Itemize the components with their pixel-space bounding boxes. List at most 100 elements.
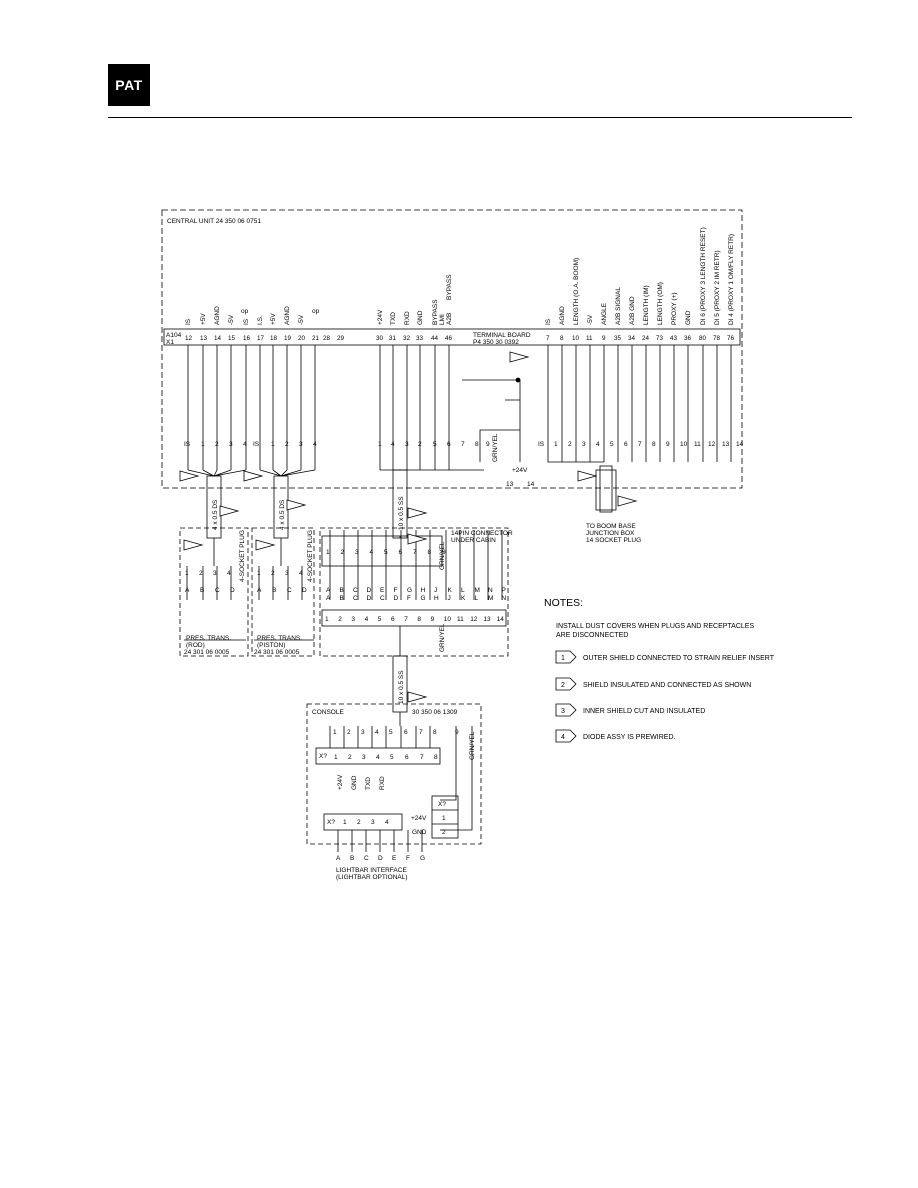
- connector-letter: N: [488, 587, 493, 594]
- connector-letter: C: [353, 587, 358, 594]
- connector-letter-b: C: [353, 595, 358, 602]
- piston-wire-number: 4: [313, 441, 317, 448]
- terminal-35: 35: [614, 335, 622, 342]
- console-terminal-pin: 1: [334, 754, 338, 761]
- signal-labels-mid: +24V TXD RXD GND BYPASS LMI BYPASS A2B: [377, 274, 453, 325]
- connector-top-pin: 2: [341, 549, 345, 556]
- lightbar-x-label: X?: [327, 819, 335, 826]
- note-3-text: INNER SHIELD CUT AND INSULATED: [583, 708, 705, 715]
- connector-letter-b: M: [488, 595, 493, 602]
- main-wire-number: 7: [461, 441, 465, 448]
- note-2-text: SHIELD INSULATED AND CONNECTED AS SHOWN: [583, 682, 751, 689]
- boom-wire-number: 7: [638, 441, 642, 448]
- terminal-17: 17: [257, 335, 265, 342]
- terminal-29: 29: [337, 335, 345, 342]
- notes-title: NOTES:: [544, 597, 583, 609]
- terminal-20: 20: [298, 335, 306, 342]
- piston-plug-pin: 3: [285, 570, 289, 577]
- console-wire-number: 6: [404, 729, 408, 736]
- rod-plug-pin: 4: [227, 570, 231, 577]
- signal-di4: DI 4 (PROXY 1 OM/FLY RETR): [728, 234, 735, 325]
- main-wire-number: 5: [433, 441, 437, 448]
- piston-plug-pin: 2: [271, 570, 275, 577]
- terminal-board-title: TERMINAL BOARD: [473, 332, 531, 339]
- cable-rod-is: IS: [184, 441, 191, 448]
- boom-wire-number: 4: [596, 441, 600, 448]
- connector-top-pin: 6: [399, 549, 403, 556]
- boom-junction-line2: JUNCTION BOX: [586, 530, 635, 537]
- rod-socket-letter: A: [185, 587, 190, 594]
- piston-trans-part: 24 301 06 0005: [254, 649, 300, 656]
- connector-letter: E: [380, 587, 385, 594]
- connector-letter-b: K: [461, 595, 466, 602]
- console-terminal-pin: 6: [405, 754, 409, 761]
- console-terminal-pin: 7: [420, 754, 424, 761]
- console-pin-txd: TXD: [365, 777, 372, 790]
- boom-wire-number: 2: [568, 441, 572, 448]
- connector-top-pin: 9: [442, 549, 446, 556]
- piston-plug-pin: 1: [257, 570, 261, 577]
- signal-gnd: GND: [417, 310, 424, 325]
- diode-pin-14: 14: [527, 481, 535, 488]
- rod-wire-number: 4: [243, 441, 247, 448]
- connector-letter: P: [502, 587, 506, 594]
- main-wire-number: 3: [405, 441, 409, 448]
- power-pin-x: X?: [438, 801, 446, 808]
- connector-bottom-pin: 4: [365, 616, 369, 623]
- pat-logo: PAT: [108, 64, 150, 106]
- power-pin-2: 2: [442, 829, 446, 836]
- connector-letter-b: G: [421, 595, 426, 602]
- console-wire-number: 7: [419, 729, 423, 736]
- note-2-number: 2: [561, 682, 565, 689]
- rod-trans-part: 24 301 06 0005: [184, 649, 230, 656]
- signal-right-minus5v: -5V: [587, 314, 594, 325]
- signal-labels-left: IS +5V AGND -5V IS I.S. +5V AGND -5V op …: [185, 306, 320, 325]
- connector-letter-b: L: [475, 595, 479, 602]
- signal-angle: ANGLE: [601, 302, 608, 325]
- signal-right-agnd: AGND: [559, 306, 566, 325]
- piston-plug-box: [251, 527, 315, 657]
- terminal-43: 43: [670, 335, 678, 342]
- terminal-19: 19: [284, 335, 292, 342]
- connector-14pin-subtitle: UNDER CABIN: [451, 537, 496, 544]
- lightbar-letter-a: A: [336, 855, 341, 862]
- terminal-33: 33: [416, 335, 424, 342]
- main-wire-number: 4: [391, 441, 395, 448]
- lightbar-caption-1: LIGHTBAR INTERFACE: [336, 867, 407, 874]
- signal-minus5v-2: -5V: [298, 314, 305, 325]
- boom-wire-number: 5: [610, 441, 614, 448]
- terminal-30: 30: [376, 335, 384, 342]
- signal-length-im: LENGTH (IM): [643, 285, 650, 325]
- signal-24v: +24V: [377, 309, 384, 325]
- piston-wire-number: 3: [299, 441, 303, 448]
- signal-a2b-signal: A2B SIGNAL: [615, 287, 622, 325]
- terminal-80: 80: [699, 335, 707, 342]
- connector-letter: J: [434, 587, 437, 594]
- console-terminal-pin: 8: [434, 754, 438, 761]
- cable-piston-is: IS: [253, 441, 260, 448]
- lightbar-letter-e: E: [392, 855, 397, 862]
- notes-intro-1: INSTALL DUST COVERS WHEN PLUGS AND RECEP…: [556, 623, 754, 630]
- terminal-12: 12: [185, 335, 193, 342]
- terminal-9: 9: [602, 335, 606, 342]
- op-label-2: op: [312, 308, 320, 315]
- terminal-31: 31: [389, 335, 397, 342]
- diode-pin-13: 13: [506, 481, 514, 488]
- lightbar-letter-c: C: [364, 855, 369, 862]
- notes-intro-2: ARE DISCONNECTED: [556, 632, 628, 639]
- terminal-11: 11: [586, 335, 593, 342]
- boom-wire-number: 3: [582, 441, 586, 448]
- rod-trans-line2: (ROD): [186, 642, 205, 649]
- header-rule: [108, 117, 852, 118]
- boom-wire-number: 9: [666, 441, 670, 448]
- board-id-line2: X1: [166, 339, 174, 346]
- piston-socket-letter: A: [257, 587, 262, 594]
- terminal-7: 7: [546, 335, 550, 342]
- connector-letter-b: A: [326, 595, 331, 602]
- signal-plus5v-2: +5V: [270, 313, 277, 325]
- console-wire-number: 1: [333, 729, 337, 736]
- piston-socket-letter: C: [287, 587, 292, 594]
- terminal-44: 44: [431, 335, 439, 342]
- grn-yel-connector-bottom: GRN/YEL: [439, 623, 446, 652]
- lightbar-pin-1: 1: [343, 819, 347, 826]
